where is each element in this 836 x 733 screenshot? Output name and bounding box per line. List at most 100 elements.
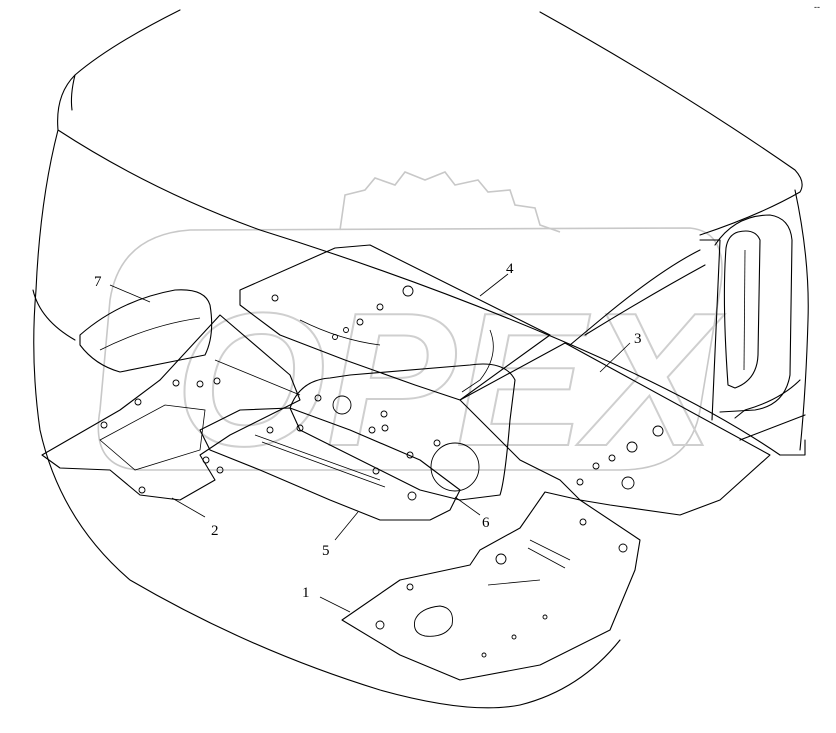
- rear-window-glass: [723, 230, 761, 389]
- part-6-hole: [433, 439, 441, 447]
- part-1-slot: [487, 579, 541, 586]
- part-7-pad: [79, 289, 213, 373]
- cab-side-window-frame-2: [569, 249, 701, 346]
- part-7-inner: [99, 317, 201, 351]
- part-1-panel: [341, 491, 641, 681]
- part-5-panel: [199, 407, 461, 521]
- cab-rear-wall: [734, 379, 801, 419]
- part-4-hole: [376, 303, 384, 311]
- part-6-hole: [381, 424, 389, 432]
- watermark-outline: [97, 227, 723, 471]
- part-5-outline: [199, 407, 461, 521]
- part-4-panel: [239, 244, 551, 401]
- part-5-hole: [266, 426, 274, 434]
- part-1-hole: [579, 518, 587, 526]
- part-3-outline: [459, 342, 771, 516]
- part-5-groove-2: [261, 441, 386, 488]
- part-6-hole: [368, 426, 376, 434]
- part-5-groove: [254, 434, 381, 481]
- part-3-hole: [608, 454, 616, 462]
- cab-left-side: [33, 129, 521, 709]
- part-2-hole: [196, 380, 204, 388]
- callout-6: 6: [482, 515, 490, 531]
- part-3-hole: [621, 476, 635, 490]
- callout-4: 4: [506, 261, 514, 277]
- part-1-groove-2: [527, 547, 566, 569]
- part-2-hole: [172, 379, 180, 387]
- part-4-bend: [461, 329, 494, 393]
- part-2-panel: [41, 314, 301, 501]
- part-6-hole: [332, 395, 352, 415]
- leader-line-2: [171, 497, 206, 518]
- callout-7: 7: [94, 274, 102, 290]
- cab-lower-rear: [779, 439, 806, 456]
- leader-line-4: [479, 273, 509, 297]
- rear-window: [714, 214, 793, 413]
- part-1-hole: [406, 583, 414, 591]
- part-7-outline: [79, 289, 213, 373]
- callout-3: 3: [634, 331, 642, 347]
- cab-roof-right: [539, 11, 803, 236]
- part-5-hole: [407, 491, 417, 501]
- corner-mark: --: [814, 2, 820, 12]
- rear-window-inner: [743, 249, 746, 371]
- part-4-groove: [299, 319, 381, 346]
- part-4-hole: [343, 327, 349, 333]
- part-4-outline: [239, 244, 551, 401]
- part-5-hole: [372, 467, 380, 475]
- cab-front-bottom: [519, 639, 621, 706]
- part-3-hole: [652, 425, 664, 437]
- part-1-outline: [341, 491, 641, 681]
- part-6-hole: [314, 394, 322, 402]
- part-1-hole: [542, 614, 548, 620]
- part-1-hole: [511, 634, 517, 640]
- part-6-hole: [380, 410, 388, 418]
- part-2-outline: [41, 314, 301, 501]
- callouts: 1 2 3 4 5 6 7: [94, 261, 642, 601]
- part-2-recess: [99, 404, 206, 471]
- part-1-hole: [481, 652, 487, 658]
- part-2-groove: [214, 359, 301, 396]
- part-4-hole: [356, 318, 364, 326]
- cab-outline: [32, 9, 809, 709]
- part-2-hole: [216, 466, 224, 474]
- part-6-outline: [289, 363, 516, 501]
- part-4-hole: [271, 294, 279, 302]
- rear-window-surround: [714, 214, 793, 413]
- cab-rear-wall-low: [739, 414, 806, 441]
- leader-line-5: [334, 511, 359, 541]
- leader-line-7: [109, 284, 151, 303]
- part-4-hole: [332, 334, 338, 340]
- part-4-hole: [402, 285, 414, 297]
- part-1-groove: [529, 539, 571, 561]
- part-2-hole: [202, 456, 210, 464]
- leader-line-1: [319, 596, 351, 613]
- part-1-hole: [375, 620, 385, 630]
- cab-side-window-upper: [584, 264, 706, 336]
- cab-belt-line: [32, 289, 76, 341]
- part-2-hole: [138, 486, 146, 494]
- part-2-hole: [213, 377, 221, 385]
- watermark: OPEX: [97, 171, 726, 487]
- part-3-hole: [576, 478, 584, 486]
- callout-1: 1: [302, 585, 310, 601]
- cab-right-rear-post: [794, 189, 809, 451]
- part-2-hole: [100, 421, 108, 429]
- part-3-panel: [459, 342, 771, 516]
- part-1-hole: [618, 543, 628, 553]
- part-3-hole: [626, 441, 638, 453]
- leader-line-6: [454, 496, 481, 516]
- part-1-cutout: [414, 605, 453, 637]
- part-3-hole: [592, 462, 600, 470]
- part-6-hole: [430, 442, 480, 492]
- leader-lines: [109, 273, 631, 613]
- leader-line-3: [599, 342, 631, 373]
- cab-side-window-frame: [699, 239, 721, 421]
- cab-roof-top: [70, 74, 76, 111]
- part-1-hole: [495, 553, 507, 565]
- watermark-gear: [339, 171, 561, 233]
- part-2-hole: [134, 398, 142, 406]
- watermark-text: OPEX: [175, 274, 725, 486]
- callout-2: 2: [211, 523, 219, 539]
